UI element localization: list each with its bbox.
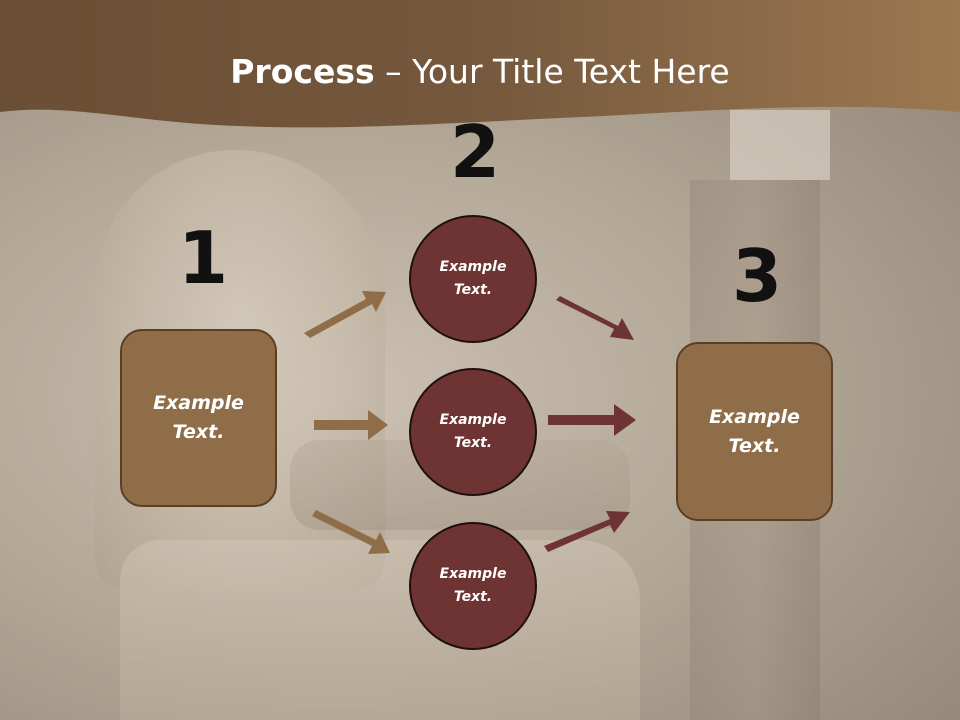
background-lamp — [730, 110, 830, 180]
step-box-3[interactable]: Example Text. — [676, 342, 833, 521]
arrow-up-right-left — [304, 291, 386, 338]
step-number-1: 1 — [178, 216, 229, 300]
background-chair-seat — [120, 540, 640, 720]
step-box-1-line2: Text. — [172, 421, 225, 443]
process-circle-bottom-line1: Example — [439, 566, 507, 582]
arrow-up-right-right — [544, 511, 630, 552]
title-rest: – Your Title Text Here — [374, 52, 730, 91]
arrow-down-right-left — [312, 510, 390, 554]
step-number-2: 2 — [450, 110, 501, 194]
arrow-down-right-right — [556, 296, 634, 340]
arrow-right-left — [314, 410, 388, 440]
header-band: Process – Your Title Text Here — [0, 0, 960, 140]
step-box-1[interactable]: Example Text. — [120, 329, 277, 507]
header-wave — [0, 0, 960, 128]
step-box-1-line1: Example — [153, 392, 244, 414]
process-circle-middle-text: Example Text. — [440, 409, 507, 455]
step-number-3: 3 — [732, 234, 783, 318]
step-box-1-text: Example Text. — [153, 389, 244, 447]
process-circle-middle-line2: Text. — [453, 435, 493, 451]
step-box-3-line1: Example — [709, 405, 800, 428]
process-circle-bottom-text: Example Text. — [440, 563, 507, 609]
slide-title: Process – Your Title Text Here — [0, 52, 960, 91]
process-circle-middle-line1: Example — [439, 412, 507, 428]
step-box-3-line2: Text. — [728, 434, 781, 457]
process-circle-top-line1: Example — [439, 259, 507, 275]
process-circle-top-line2: Text. — [453, 282, 493, 298]
arrow-right-right — [548, 404, 636, 436]
process-circle-bottom-line2: Text. — [453, 589, 493, 605]
title-bold: Process — [230, 52, 375, 91]
step-box-3-text: Example Text. — [709, 403, 800, 461]
process-circle-middle[interactable]: Example Text. — [409, 368, 537, 496]
right-arrows — [544, 296, 636, 552]
process-circle-bottom[interactable]: Example Text. — [409, 522, 537, 650]
process-circle-top[interactable]: Example Text. — [409, 215, 537, 343]
left-arrows — [304, 291, 390, 554]
process-circle-top-text: Example Text. — [440, 256, 507, 302]
